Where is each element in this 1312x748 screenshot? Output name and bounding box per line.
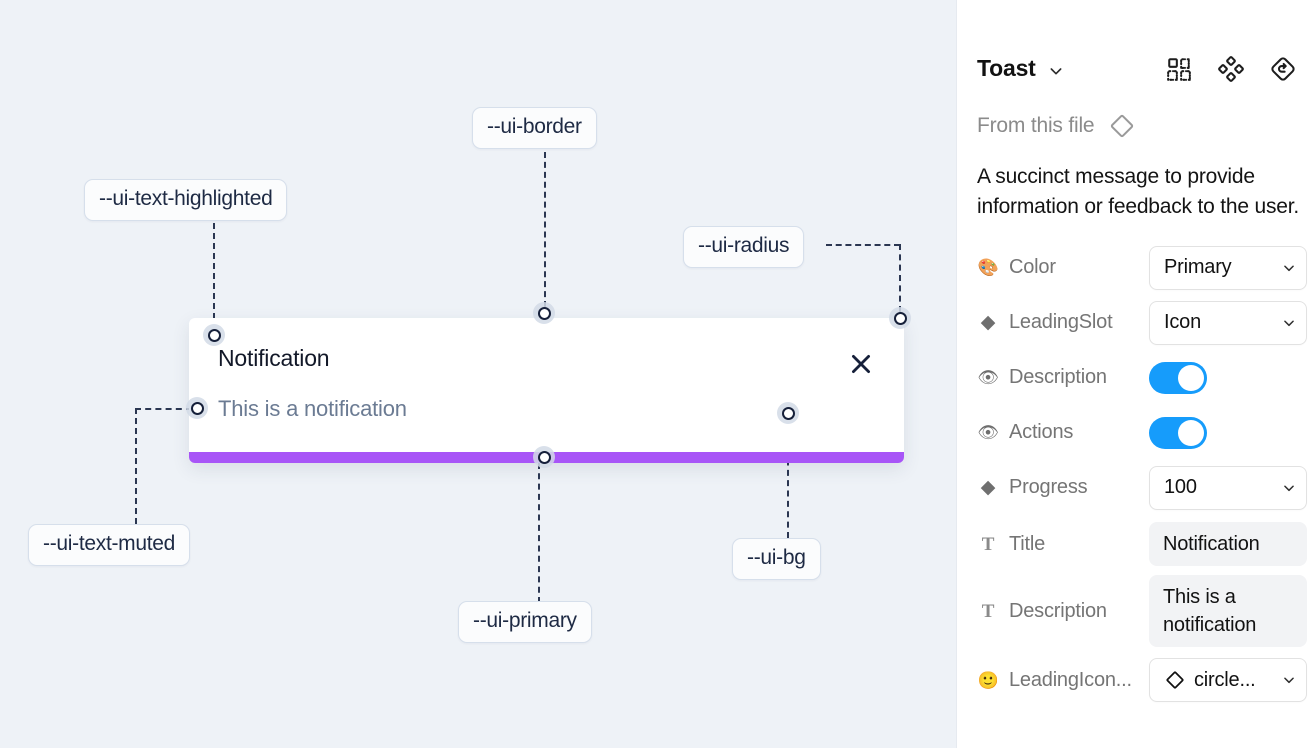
diamond-solid-icon: ◆ <box>980 312 996 333</box>
component-set-icon[interactable] <box>1166 56 1192 82</box>
property-label-description: 👁 Description <box>977 366 1149 389</box>
chevron-down-icon <box>1284 484 1294 491</box>
description-input[interactable]: This is a notification <box>1149 575 1307 647</box>
annotation-pill-bg[interactable]: --ui-bg <box>732 538 821 580</box>
chevron-down-icon <box>1284 264 1294 271</box>
title-chevron-down-icon[interactable] <box>1048 63 1064 79</box>
property-label-progress: ◆ Progress <box>977 476 1149 499</box>
property-label-color: 🎨 Color <box>977 256 1149 279</box>
palette-emoji-icon: 🎨 <box>977 258 999 277</box>
from-this-file-label: From this file <box>977 114 1095 137</box>
chevron-down-icon <box>1284 319 1294 326</box>
property-row-leadingslot: ◆ LeadingSlot Icon <box>957 295 1312 350</box>
connector-text-highlighted <box>213 213 215 329</box>
smiley-emoji-icon: 🙂 <box>977 670 999 690</box>
chevron-down-icon <box>1284 677 1294 684</box>
property-label-text: LeadingIcon... <box>1009 668 1132 691</box>
property-label-description-text: T Description <box>977 600 1149 623</box>
toast-description: This is a notification <box>218 396 407 421</box>
property-row-progress: ◆ Progress 100 <box>957 460 1312 515</box>
actions-toggle[interactable] <box>1149 416 1207 449</box>
diamond-outline-icon <box>1166 671 1184 689</box>
connector-bg <box>787 418 789 538</box>
property-row-description-toggle: 👁 Description <box>957 350 1312 405</box>
properties-panel: Toast <box>956 0 1312 748</box>
from-this-file-row[interactable]: From this file <box>977 112 1136 140</box>
property-row-color: 🎨 Color Primary <box>957 240 1312 295</box>
reset-instance-icon[interactable] <box>1270 56 1296 82</box>
property-label-leadingslot: ◆ LeadingSlot <box>977 311 1149 334</box>
color-select-value: Primary <box>1164 256 1232 278</box>
diamond-solid-icon: ◆ <box>980 477 996 498</box>
annotation-pill-border[interactable]: --ui-border <box>472 107 597 149</box>
text-type-icon: T <box>981 533 995 555</box>
annotation-pill-primary[interactable]: --ui-primary <box>458 601 592 643</box>
panel-header: Toast <box>957 0 1312 104</box>
property-label-text: Actions <box>1009 421 1074 443</box>
connector-text-muted-vertical <box>135 408 137 524</box>
property-label-actions: 👁 Actions <box>977 421 1149 444</box>
property-row-title: T Title Notification <box>957 515 1312 573</box>
annotation-pill-text-highlighted[interactable]: --ui-text-highlighted <box>84 179 288 221</box>
property-label-text: Color <box>1009 256 1056 278</box>
connector-radius-vertical <box>899 244 901 312</box>
connector-radius-horizontal <box>826 244 900 246</box>
leadingicon-select-value: circle... <box>1194 668 1256 691</box>
leadingicon-select[interactable]: circle... <box>1149 658 1307 702</box>
annotation-pill-text-muted[interactable]: --ui-text-muted <box>28 524 191 566</box>
color-select[interactable]: Primary <box>1149 245 1307 290</box>
panel-title: Toast <box>977 55 1036 81</box>
property-list: 🎨 Color Primary ◆ LeadingSlot <box>957 240 1312 711</box>
annotation-pill-radius[interactable]: --ui-radius <box>683 226 805 268</box>
toast-preview-card[interactable]: Notification This is a notification <box>189 318 904 463</box>
connector-border <box>544 142 546 307</box>
handle-bg[interactable] <box>777 402 799 424</box>
property-label-title: T Title <box>977 533 1149 556</box>
description-toggle[interactable] <box>1149 361 1207 394</box>
property-row-actions-toggle: 👁 Actions <box>957 405 1312 460</box>
toast-title: Notification <box>218 345 330 371</box>
property-label-text: Description <box>1009 599 1107 622</box>
handle-radius[interactable] <box>889 307 911 329</box>
property-label-leadingicon: 🙂 LeadingIcon... <box>977 669 1149 692</box>
eye-emoji-icon: 👁 <box>977 368 999 387</box>
handle-border[interactable] <box>533 302 555 324</box>
handle-text-highlighted[interactable] <box>203 324 225 346</box>
progress-select[interactable]: 100 <box>1149 465 1307 510</box>
connector-primary <box>538 463 540 603</box>
leadingslot-select[interactable]: Icon <box>1149 300 1307 345</box>
handle-text-muted[interactable] <box>186 397 208 419</box>
close-x-icon[interactable] <box>848 351 874 377</box>
leadingslot-select-value: Icon <box>1164 311 1202 333</box>
text-type-icon: T <box>981 600 995 622</box>
design-canvas[interactable]: Notification This is a notification --ui… <box>0 0 956 748</box>
property-label-text: LeadingSlot <box>1009 311 1113 333</box>
progress-select-value: 100 <box>1164 476 1197 498</box>
header-icon-group <box>1166 56 1296 82</box>
handle-primary[interactable] <box>533 446 555 468</box>
property-row-leadingicon: 🙂 LeadingIcon... circle... <box>957 649 1312 711</box>
title-input[interactable]: Notification <box>1149 522 1307 566</box>
component-description: A succinct message to provide informatio… <box>977 165 1299 218</box>
property-label-text: Description <box>1009 366 1107 388</box>
variants-cluster-icon[interactable] <box>1218 56 1244 82</box>
eye-emoji-icon: 👁 <box>977 423 999 442</box>
connector-text-muted-horizontal <box>135 408 192 410</box>
property-label-text: Progress <box>1009 476 1088 498</box>
diamond-outline-icon <box>1108 112 1136 140</box>
property-row-description-text: T Description This is a notification <box>957 573 1312 649</box>
property-label-text: Title <box>1009 532 1046 555</box>
